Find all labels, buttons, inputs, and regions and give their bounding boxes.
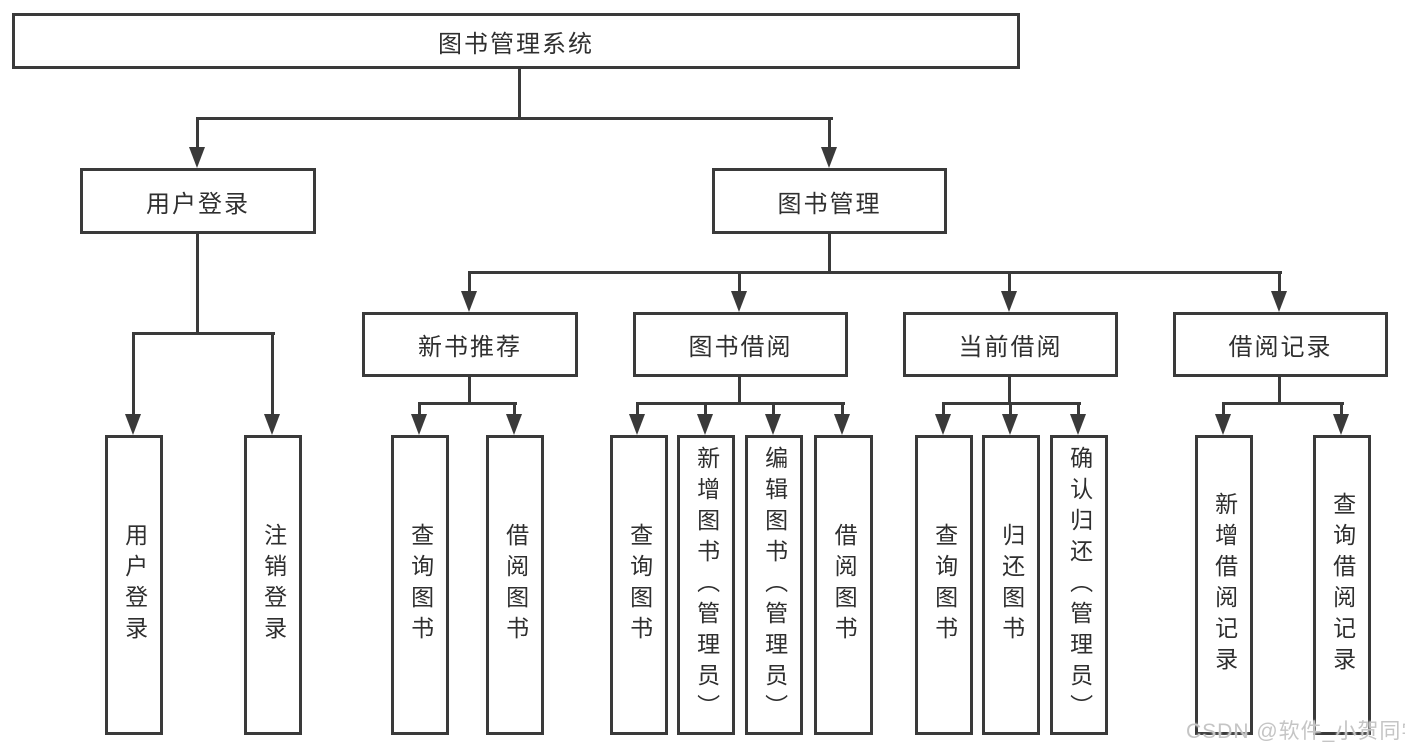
leaf-add-borrow-record: 新增借阅记录: [1195, 435, 1253, 735]
arrowhead-icon: [935, 414, 951, 435]
connector-line: [468, 271, 1282, 274]
arrowhead-icon: [189, 147, 205, 168]
leaf-edit-books-admin: 编辑图书（管理员）: [745, 435, 803, 735]
connector-line: [468, 377, 471, 405]
arrowhead-icon: [1002, 414, 1018, 435]
leaf-query-books-3: 查询图书: [915, 435, 973, 735]
leaf-query-books-2: 查询图书: [610, 435, 668, 735]
connector-line: [1278, 271, 1281, 294]
connector-line: [196, 117, 833, 120]
node-user-login: 用户登录: [80, 168, 316, 234]
connector-line: [196, 117, 199, 151]
arrowhead-icon: [834, 414, 850, 435]
connector-line: [841, 402, 844, 420]
node-borrowing-records: 借阅记录: [1173, 312, 1388, 377]
arrowhead-icon: [264, 414, 280, 435]
leaf-logout: 注销登录: [244, 435, 302, 735]
leaf-query-borrow-record: 查询借阅记录: [1313, 435, 1371, 735]
leaf-return-books: 归还图书: [982, 435, 1040, 735]
connector-line: [704, 402, 707, 420]
connector-line: [828, 234, 831, 274]
arrowhead-icon: [1333, 414, 1349, 435]
connector-line: [772, 402, 775, 420]
arrowhead-icon: [1001, 291, 1017, 312]
connector-line: [636, 402, 845, 405]
connector-line: [1222, 402, 1344, 405]
connector-line: [636, 402, 639, 420]
node-book-management: 图书管理: [712, 168, 947, 234]
arrowhead-icon: [506, 414, 522, 435]
arrowhead-icon: [765, 414, 781, 435]
connector-line: [828, 117, 831, 151]
arrowhead-icon: [1271, 291, 1287, 312]
arrowhead-icon: [125, 414, 141, 435]
connector-line: [942, 402, 945, 420]
connector-line: [1009, 402, 1012, 420]
leaf-user-login: 用户登录: [105, 435, 163, 735]
arrowhead-icon: [1215, 414, 1231, 435]
csdn-watermark: CSDN @软件_小贺同学: [1186, 720, 1405, 743]
arrowhead-icon: [411, 414, 427, 435]
connector-line: [271, 332, 274, 418]
connector-line: [418, 402, 421, 420]
connector-line: [1340, 402, 1343, 420]
leaf-borrow-books-1: 借阅图书: [486, 435, 544, 735]
arrowhead-icon: [629, 414, 645, 435]
connector-line: [1008, 271, 1011, 294]
connector-line: [1278, 377, 1281, 405]
node-new-book-recommend: 新书推荐: [362, 312, 578, 377]
leaf-query-books-1: 查询图书: [391, 435, 449, 735]
node-current-borrowing: 当前借阅: [903, 312, 1118, 377]
connector-line: [196, 234, 199, 335]
connector-line: [738, 377, 741, 405]
node-book-borrowing: 图书借阅: [633, 312, 848, 377]
arrowhead-icon: [697, 414, 713, 435]
arrowhead-icon: [821, 147, 837, 168]
node-root-system: 图书管理系统: [12, 13, 1020, 69]
leaf-borrow-books-2: 借阅图书: [814, 435, 873, 735]
connector-line: [132, 332, 275, 335]
arrowhead-icon: [461, 291, 477, 312]
connector-line: [1077, 402, 1080, 420]
arrowhead-icon: [731, 291, 747, 312]
connector-line: [513, 402, 516, 420]
connector-line: [518, 69, 521, 120]
leaf-confirm-return-admin: 确认归还（管理员）: [1050, 435, 1108, 735]
connector-line: [1222, 402, 1225, 420]
connector-line: [418, 402, 517, 405]
connector-line: [1008, 377, 1011, 405]
arrowhead-icon: [1070, 414, 1086, 435]
leaf-add-books-admin: 新增图书（管理员）: [677, 435, 735, 735]
connector-line: [468, 271, 471, 294]
connector-line: [738, 271, 741, 294]
connector-line: [132, 332, 135, 418]
